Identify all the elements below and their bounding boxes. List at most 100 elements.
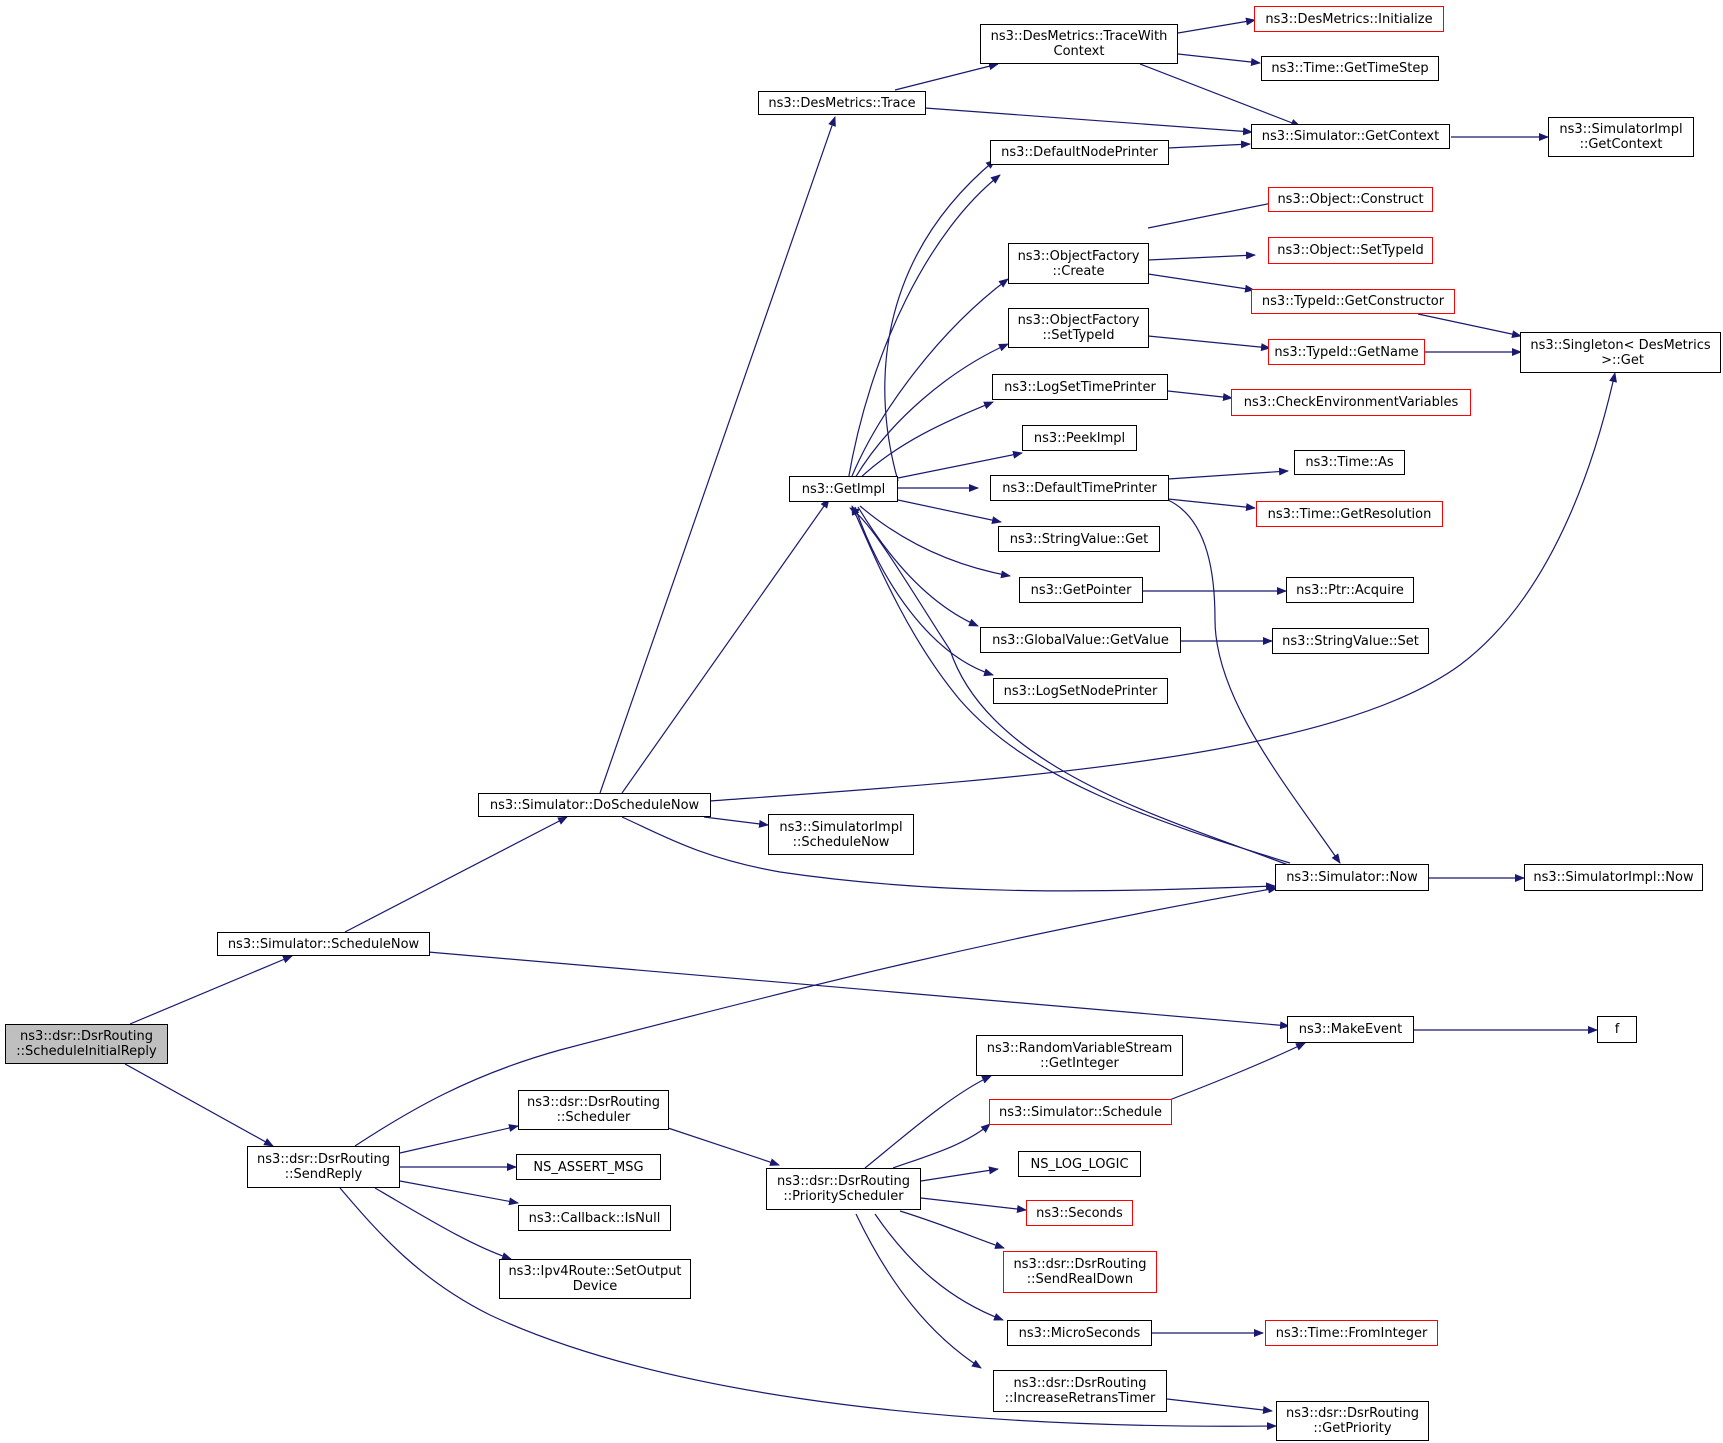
node-simulator-get-context[interactable]: ns3::Simulator::GetContext [1251, 124, 1450, 149]
node-simulatorimpl-schedule-now[interactable]: ns3::SimulatorImpl ::ScheduleNow [768, 814, 914, 855]
node-f[interactable]: f [1597, 1016, 1637, 1043]
edge [892, 1123, 991, 1169]
node-default-time-printer[interactable]: ns3::DefaultTimePrinter [990, 475, 1169, 501]
node-label: ns3::DefaultTimePrinter [1002, 480, 1157, 496]
node-label: ns3::ObjectFactory ::SetTypeId [1017, 313, 1140, 343]
node-desmetrics-trace[interactable]: ns3::DesMetrics::Trace [758, 91, 926, 115]
node-label: ns3::StringValue::Set [1282, 633, 1419, 649]
node-time-as[interactable]: ns3::Time::As [1294, 450, 1405, 475]
edge [894, 62, 999, 91]
node-label: ns3::GetPointer [1030, 582, 1132, 598]
node-label: ns3::LogSetNodePrinter [1003, 683, 1158, 699]
edge [859, 505, 1011, 579]
node-log-set-node-printer[interactable]: ns3::LogSetNodePrinter [993, 678, 1168, 704]
node-desmetrics-initialize[interactable]: ns3::DesMetrics::Initialize [1254, 6, 1444, 32]
node-simulatorimpl-now[interactable]: ns3::SimulatorImpl::Now [1524, 864, 1703, 891]
node-ns-assert-msg[interactable]: NS_ASSERT_MSG [516, 1154, 661, 1180]
node-label: ns3::TypeId::GetConstructor [1261, 294, 1445, 309]
edge [399, 1124, 519, 1154]
node-schedule-initial-reply: ns3::dsr::DsrRouting ::ScheduleInitialRe… [5, 1024, 168, 1064]
node-label: ns3::SimulatorImpl ::ScheduleNow [779, 819, 903, 850]
node-priority-scheduler[interactable]: ns3::dsr::DsrRouting ::PriorityScheduler [766, 1168, 921, 1210]
node-desmetrics-trace-with-context[interactable]: ns3::DesMetrics::TraceWith Context [980, 24, 1178, 64]
node-typeid-get-constructor[interactable]: ns3::TypeId::GetConstructor [1251, 289, 1455, 314]
node-ptr-acquire[interactable]: ns3::Ptr::Acquire [1286, 577, 1414, 603]
node-simulator-now[interactable]: ns3::Simulator::Now [1275, 864, 1429, 891]
node-simulatorimpl-get-context[interactable]: ns3::SimulatorImpl ::GetContext [1548, 117, 1694, 157]
node-send-real-down[interactable]: ns3::dsr::DsrRouting ::SendRealDown [1003, 1251, 1157, 1293]
node-label: ns3::Simulator::Now [1286, 870, 1418, 885]
node-label: f [1614, 1022, 1620, 1037]
node-object-set-type-id[interactable]: ns3::Object::SetTypeId [1268, 237, 1433, 264]
node-check-environment-variables[interactable]: ns3::CheckEnvironmentVariables [1231, 389, 1471, 416]
edge [1167, 499, 1341, 864]
edge [899, 1210, 1005, 1249]
node-get-impl[interactable]: ns3::GetImpl [789, 476, 898, 502]
edge [1167, 140, 1251, 149]
edge [1167, 498, 1256, 512]
node-dsr-get-priority[interactable]: ns3::dsr::DsrRouting ::GetPriority [1276, 1401, 1429, 1441]
edge [427, 951, 1290, 1030]
edge [1177, 17, 1256, 34]
node-increase-retrans-timer[interactable]: ns3::dsr::DsrRouting ::IncreaseRetransTi… [993, 1370, 1167, 1412]
node-object-construct[interactable]: ns3::Object::Construct [1268, 187, 1433, 212]
node-simulator-do-schedule-now[interactable]: ns3::Simulator::DoScheduleNow [478, 793, 711, 817]
node-label: ns3::TypeId::GetName [1274, 344, 1419, 360]
node-label: ns3::Simulator::ScheduleNow [227, 936, 420, 952]
node-simulator-schedule[interactable]: ns3::Simulator::Schedule [989, 1099, 1172, 1125]
edge [857, 401, 994, 481]
node-label: ns3::Object::SetTypeId [1277, 243, 1424, 258]
edge [920, 1197, 1027, 1213]
node-ipv4route-set-output-device[interactable]: ns3::Ipv4Route::SetOutput Device [499, 1259, 691, 1299]
edge [1147, 273, 1255, 293]
node-callback-is-null[interactable]: ns3::Callback::IsNull [518, 1205, 671, 1231]
node-simulator-schedule-now[interactable]: ns3::Simulator::ScheduleNow [217, 932, 430, 956]
node-label: ns3::dsr::DsrRouting ::GetPriority [1286, 1406, 1419, 1436]
node-stringvalue-get[interactable]: ns3::StringValue::Get [998, 526, 1160, 552]
node-send-reply[interactable]: ns3::dsr::DsrRouting ::SendReply [247, 1146, 400, 1188]
node-dsr-scheduler[interactable]: ns3::dsr::DsrRouting ::Scheduler [518, 1090, 669, 1130]
node-label: ns3::Time::As [1305, 455, 1394, 470]
node-typeid-get-name[interactable]: ns3::TypeId::GetName [1268, 339, 1425, 365]
node-label: ns3::Time::GetTimeStep [1271, 61, 1429, 76]
node-randomvariablestream-get-integer[interactable]: ns3::RandomVariableStream ::GetInteger [976, 1035, 1183, 1076]
node-label: NS_ASSERT_MSG [533, 1159, 644, 1175]
node-log-set-time-printer[interactable]: ns3::LogSetTimePrinter [992, 374, 1168, 400]
node-default-node-printer[interactable]: ns3::DefaultNodePrinter [990, 140, 1169, 165]
node-label: ns3::GetImpl [801, 481, 886, 497]
node-singleton-desmetrics-get[interactable]: ns3::Singleton< DesMetrics >::Get [1520, 332, 1721, 373]
node-seconds[interactable]: ns3::Seconds [1026, 1200, 1133, 1226]
node-stringvalue-set[interactable]: ns3::StringValue::Set [1272, 628, 1429, 654]
edge [709, 372, 1617, 802]
node-globalvalue-get-value[interactable]: ns3::GlobalValue::GetValue [980, 627, 1181, 653]
edge [621, 816, 1276, 892]
edge [354, 885, 1278, 1147]
node-time-from-integer[interactable]: ns3::Time::FromInteger [1265, 1320, 1438, 1346]
node-micro-seconds[interactable]: ns3::MicroSeconds [1007, 1320, 1152, 1346]
node-objectfactory-set-type-id[interactable]: ns3::ObjectFactory ::SetTypeId [1008, 308, 1149, 348]
node-label: ns3::Time::FromInteger [1275, 1325, 1428, 1341]
node-objectfactory-create[interactable]: ns3::ObjectFactory ::Create [1008, 243, 1149, 284]
node-make-event[interactable]: ns3::MakeEvent [1287, 1016, 1414, 1043]
node-label: ns3::dsr::DsrRouting ::Scheduler [527, 1095, 660, 1125]
node-ns-log-logic[interactable]: NS_LOG_LOGIC [1018, 1151, 1141, 1177]
node-label: ns3::Ptr::Acquire [1296, 582, 1404, 598]
edge [855, 1213, 982, 1369]
node-get-pointer[interactable]: ns3::GetPointer [1019, 577, 1143, 603]
edge [703, 816, 769, 828]
node-label: ns3::DesMetrics::Trace [768, 95, 916, 111]
node-label: ns3::dsr::DsrRouting ::SendRealDown [1013, 1257, 1147, 1287]
node-time-get-time-step[interactable]: ns3::Time::GetTimeStep [1261, 56, 1439, 81]
edge [897, 450, 1023, 479]
edge [667, 1127, 780, 1166]
node-label: ns3::SimulatorImpl ::GetContext [1559, 122, 1683, 152]
edge [129, 955, 293, 1025]
node-peek-impl[interactable]: ns3::PeekImpl [1022, 425, 1137, 451]
edge [849, 507, 1292, 867]
node-label: ns3::PeekImpl [1033, 430, 1126, 446]
node-label: ns3::Seconds [1036, 1205, 1123, 1221]
node-time-get-resolution[interactable]: ns3::Time::GetResolution [1256, 501, 1443, 527]
node-label: ns3::GlobalValue::GetValue [992, 632, 1169, 648]
